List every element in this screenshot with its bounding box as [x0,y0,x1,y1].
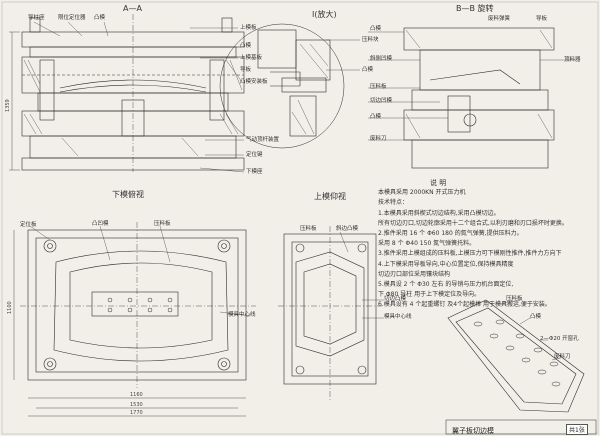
label-detail-pressure-block: 压料块 [362,37,379,43]
label-bb-pressure-plate: 压料板 [370,84,387,90]
label-aa-lower-die-seat: 下模座 [246,169,263,175]
notes-line: 采用 8 个 Φ40 150 氮气弹簧托料。 [378,240,476,248]
dim-aa-height: 1359 [5,99,11,112]
label-upper-centerline: 模具中心线 [384,314,412,320]
view-title-aa: A—A [123,4,142,13]
notes-line: 6.模具设有 4 个起重螺钉 及4个起模棒 用于模具搬运,便于安装。 [378,301,551,309]
drawing-title: 翼子板切边模 [452,427,494,435]
dim-lower-w2: 1530 [130,402,143,408]
label-bb-trim-die: 切边凹模 [370,98,393,104]
label-lower-centerline: 模具中心线 [228,312,256,318]
view-title-lower: 下模俯视 [112,190,144,199]
dim-lower-height: 1100 [7,301,13,314]
label-lower-locating-plate: 定位板 [20,222,37,228]
notes-line: 1.本模具采用斜楔式切边结构,采用凸模切边。 [378,209,500,217]
label-aa-upper-plate: 上模板 [240,25,257,31]
label-bb-angled-die: 斜侧凹模 [370,56,393,62]
label-bb-scrap-cutter: 废料刀 [370,136,387,142]
notes-line: 2.推件采用 16 个 Φ60 180 的氮气弹簧,提供压料力。 [378,230,523,238]
dim-lower-width: 1770 [130,410,143,416]
label-aa-pneumatic-ejector: 气动顶杆装置 [246,137,280,143]
notes-line: 切边刃口部位采用镶块结构 [378,270,451,278]
sheet-number: 共1张 [566,424,588,435]
view-title-detail: Ⅰ(放大) [312,10,337,19]
notes-heading: 说 明 [430,179,447,187]
label-iso-window-holes: 2—Φ20 开窗孔 [540,336,579,342]
label-bb-punch-2: 凸模 [370,114,382,120]
label-lower-punch-die: 凸凹模 [92,221,109,227]
label-upper-trim-punch: 切边凸模 [384,296,407,302]
notes-line: 下 Φ80 导柱 用于上下模定位及导向。 [378,291,481,299]
notes-line: 本模具采用 2000KN 开式压力机 [378,189,466,197]
notes-line: 所有切边刃口,切边轮廓采用十二个组合式,以利刃磨和刃口损坏时更换。 [378,219,568,227]
label-bb-scrap-spring: 废料弹簧 [488,16,511,22]
label-detail-punch: 凸模 [362,67,374,73]
label-aa-stop-locator: 限位定位器 [58,15,86,21]
notes-line: 3.推件采用上模组成的压料板,上模压力可下模刚性推件,推件力方向下 [378,250,562,258]
label-aa-guide-plate: 导板 [240,67,252,73]
label-iso-punch: 凸模 [530,314,542,320]
technical-notes: 说 明 本模具采用 2000KN 开式压力机 技术特点： 1.本模具采用斜楔式切… [378,178,600,311]
notes-line: 5.模具设 2 个 Φ30 左右 的导销与压力机台面定位, [378,281,514,289]
view-title-upper: 上模仰视 [314,192,346,201]
label-iso-pressure-plate: 压料板 [506,296,523,302]
label-bb-punch: 凸模 [370,26,382,32]
section-bb [368,27,575,169]
title-block [445,419,597,435]
notes-line: 4.上下模采用导板导向,中心位置定位,保持模具精度 [378,260,514,268]
label-aa-locating-key: 定位键 [246,152,263,158]
upper-die-plan [278,226,384,400]
label-lower-pressure-plate: 压料板 [154,221,171,227]
label-aa-punch: 凸模 [94,15,106,21]
label-aa-punch-holder: 凸模安装板 [240,79,268,85]
notes-line: 技术特点： [378,199,409,207]
lower-die-plan [13,222,256,417]
detail-view-i [219,23,360,149]
label-bb-guide-plate: 导板 [536,16,548,22]
dim-lower-w1: 1160 [130,392,143,398]
view-title-bb: B—B 旋转 [456,4,494,13]
label-iso-scrap-cutter: 废料刀 [554,354,571,360]
section-aa [9,14,245,173]
label-upper-pressure-plate: 压料板 [300,226,317,232]
label-aa-upper-base: 上模基板 [240,55,263,61]
label-aa-guide-post-seat: 导柱座 [28,15,45,21]
label-bb-ejector: 顶料器 [564,57,581,63]
iso-part [447,299,585,413]
label-upper-angled-punch: 斜边凸模 [336,226,359,232]
label-aa-punch-2: 凸模 [240,43,252,49]
